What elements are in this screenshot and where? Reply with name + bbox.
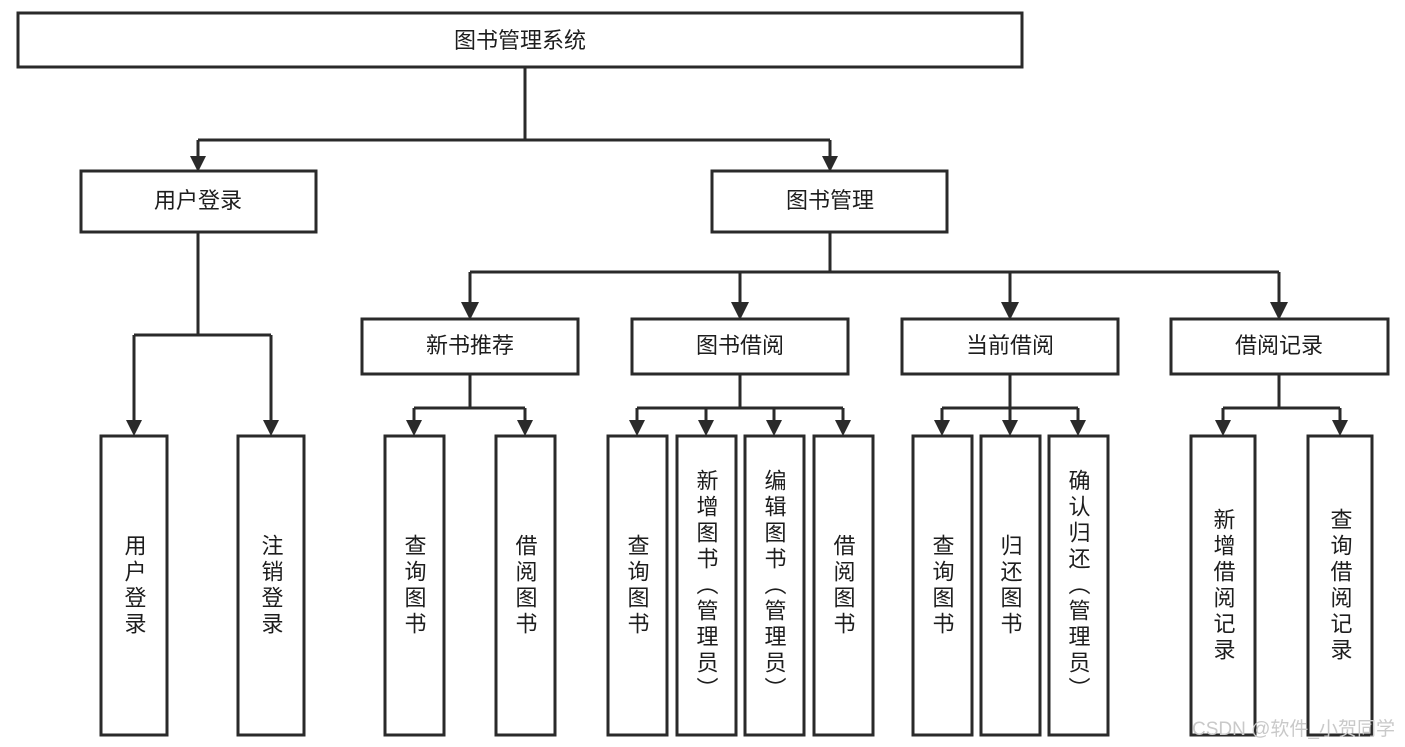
leaf-return-book-box[interactable] <box>979 434 1042 737</box>
node-book-manage[interactable]: 图书管理 <box>710 169 949 234</box>
node-book-manage-label: 图书管理 <box>786 188 874 213</box>
node-root-label: 图书管理系统 <box>454 28 586 53</box>
node-book-borrow[interactable]: 图书借阅 <box>630 317 850 376</box>
node-book-borrow-label: 图书借阅 <box>696 333 784 358</box>
arrow-leaf-borrow-book-2 <box>835 420 851 436</box>
node-root-box[interactable] <box>16 11 1024 69</box>
node-current-borrow[interactable]: 当前借阅 <box>900 317 1120 376</box>
leaf-add-book[interactable]: 新增图书（管理员） <box>675 434 738 737</box>
leaf-edit-book-box[interactable] <box>743 434 806 737</box>
leaf-confirm-return-label: 确认归还（管理员） <box>1066 469 1091 703</box>
arrow-leaf-query-book-1 <box>406 420 422 436</box>
node-borrow-record-box[interactable] <box>1169 317 1390 376</box>
leaf-user-login[interactable]: 用户登录 <box>99 434 169 737</box>
leaf-query-book-2-label: 查询图书 <box>625 534 650 638</box>
leaf-borrow-book-2-label: 借阅图书 <box>831 534 856 638</box>
arrow-leaf-edit-book <box>766 420 782 436</box>
leaf-query-book-2-box[interactable] <box>606 434 669 737</box>
leaf-edit-book-label: 编辑图书（管理员） <box>762 469 787 703</box>
arrow-leaf-query-book-3 <box>934 420 950 436</box>
arrow-leaf-borrow-book-1 <box>517 420 533 436</box>
node-book-manage-box[interactable] <box>710 169 949 234</box>
arrow-borrow-record <box>1270 302 1288 320</box>
leaf-add-book-label: 新增图书（管理员） <box>694 469 719 703</box>
leaf-borrow-book-2[interactable]: 借阅图书 <box>812 434 875 737</box>
arrow-new-book-recommend <box>461 302 479 320</box>
node-new-book-recommend-box[interactable] <box>360 317 580 376</box>
leaf-query-book-1-label: 查询图书 <box>402 534 427 638</box>
arrow-leaf-add-book <box>698 420 714 436</box>
node-current-borrow-label: 当前借阅 <box>966 333 1054 358</box>
leaf-query-book-1-box[interactable] <box>383 434 446 737</box>
leaf-query-book-3-box[interactable] <box>911 434 974 737</box>
arrow-leaf-logout-login <box>263 420 279 436</box>
leaf-query-book-3-label: 查询图书 <box>930 534 955 638</box>
leaf-add-borrow-record-box[interactable] <box>1189 434 1257 737</box>
leaf-query-book-3[interactable]: 查询图书 <box>911 434 974 737</box>
arrow-book-borrow <box>731 302 749 320</box>
leaf-return-book[interactable]: 归还图书 <box>979 434 1042 737</box>
leaf-logout-login-label: 注销登录 <box>259 534 284 638</box>
leaf-user-login-label: 用户登录 <box>122 534 147 638</box>
leaf-borrow-book-1[interactable]: 借阅图书 <box>494 434 557 737</box>
arrow-leaf-return-book <box>1002 420 1018 436</box>
node-borrow-record[interactable]: 借阅记录 <box>1169 317 1390 376</box>
node-root[interactable]: 图书管理系统 <box>16 11 1024 69</box>
node-current-borrow-box[interactable] <box>900 317 1120 376</box>
node-borrow-record-label: 借阅记录 <box>1235 333 1323 358</box>
arrow-leaf-query-borrow-record <box>1332 420 1348 436</box>
leaf-add-borrow-record-label: 新增借阅记录 <box>1211 508 1236 664</box>
leaf-logout-login[interactable]: 注销登录 <box>236 434 306 737</box>
arrow-leaf-add-borrow-record <box>1215 420 1231 436</box>
leaf-query-borrow-record-label: 查询借阅记录 <box>1328 508 1353 664</box>
leaf-return-book-label: 归还图书 <box>998 534 1023 638</box>
leaf-confirm-return[interactable]: 确认归还（管理员） <box>1047 434 1110 737</box>
arrow-leaf-user-login <box>126 420 142 436</box>
leaf-borrow-book-2-box[interactable] <box>812 434 875 737</box>
arrow-user-login <box>190 156 206 172</box>
leaf-add-book-box[interactable] <box>675 434 738 737</box>
leaf-borrow-book-1-box[interactable] <box>494 434 557 737</box>
node-user-login-box[interactable] <box>79 169 318 234</box>
leaf-query-book-2[interactable]: 查询图书 <box>606 434 669 737</box>
leaf-query-borrow-record-box[interactable] <box>1306 434 1374 737</box>
node-new-book-recommend[interactable]: 新书推荐 <box>360 317 580 376</box>
node-user-login[interactable]: 用户登录 <box>79 169 318 234</box>
arrow-leaf-query-book-2 <box>629 420 645 436</box>
leaf-query-book-1[interactable]: 查询图书 <box>383 434 446 737</box>
leaf-add-borrow-record[interactable]: 新增借阅记录 <box>1189 434 1257 737</box>
leaf-confirm-return-box[interactable] <box>1047 434 1110 737</box>
node-new-book-recommend-label: 新书推荐 <box>426 333 514 358</box>
node-user-login-label: 用户登录 <box>154 188 242 213</box>
arrow-current-borrow <box>1001 302 1019 320</box>
arrow-leaf-confirm-return <box>1070 420 1086 436</box>
leaf-query-borrow-record[interactable]: 查询借阅记录 <box>1306 434 1374 737</box>
leaf-edit-book[interactable]: 编辑图书（管理员） <box>743 434 806 737</box>
node-book-borrow-box[interactable] <box>630 317 850 376</box>
arrow-book-manage <box>822 156 838 172</box>
leaf-logout-login-box[interactable] <box>236 434 306 737</box>
leaf-user-login-box[interactable] <box>99 434 169 737</box>
leaf-borrow-book-1-label: 借阅图书 <box>513 534 538 638</box>
connector-layer <box>126 67 1348 436</box>
